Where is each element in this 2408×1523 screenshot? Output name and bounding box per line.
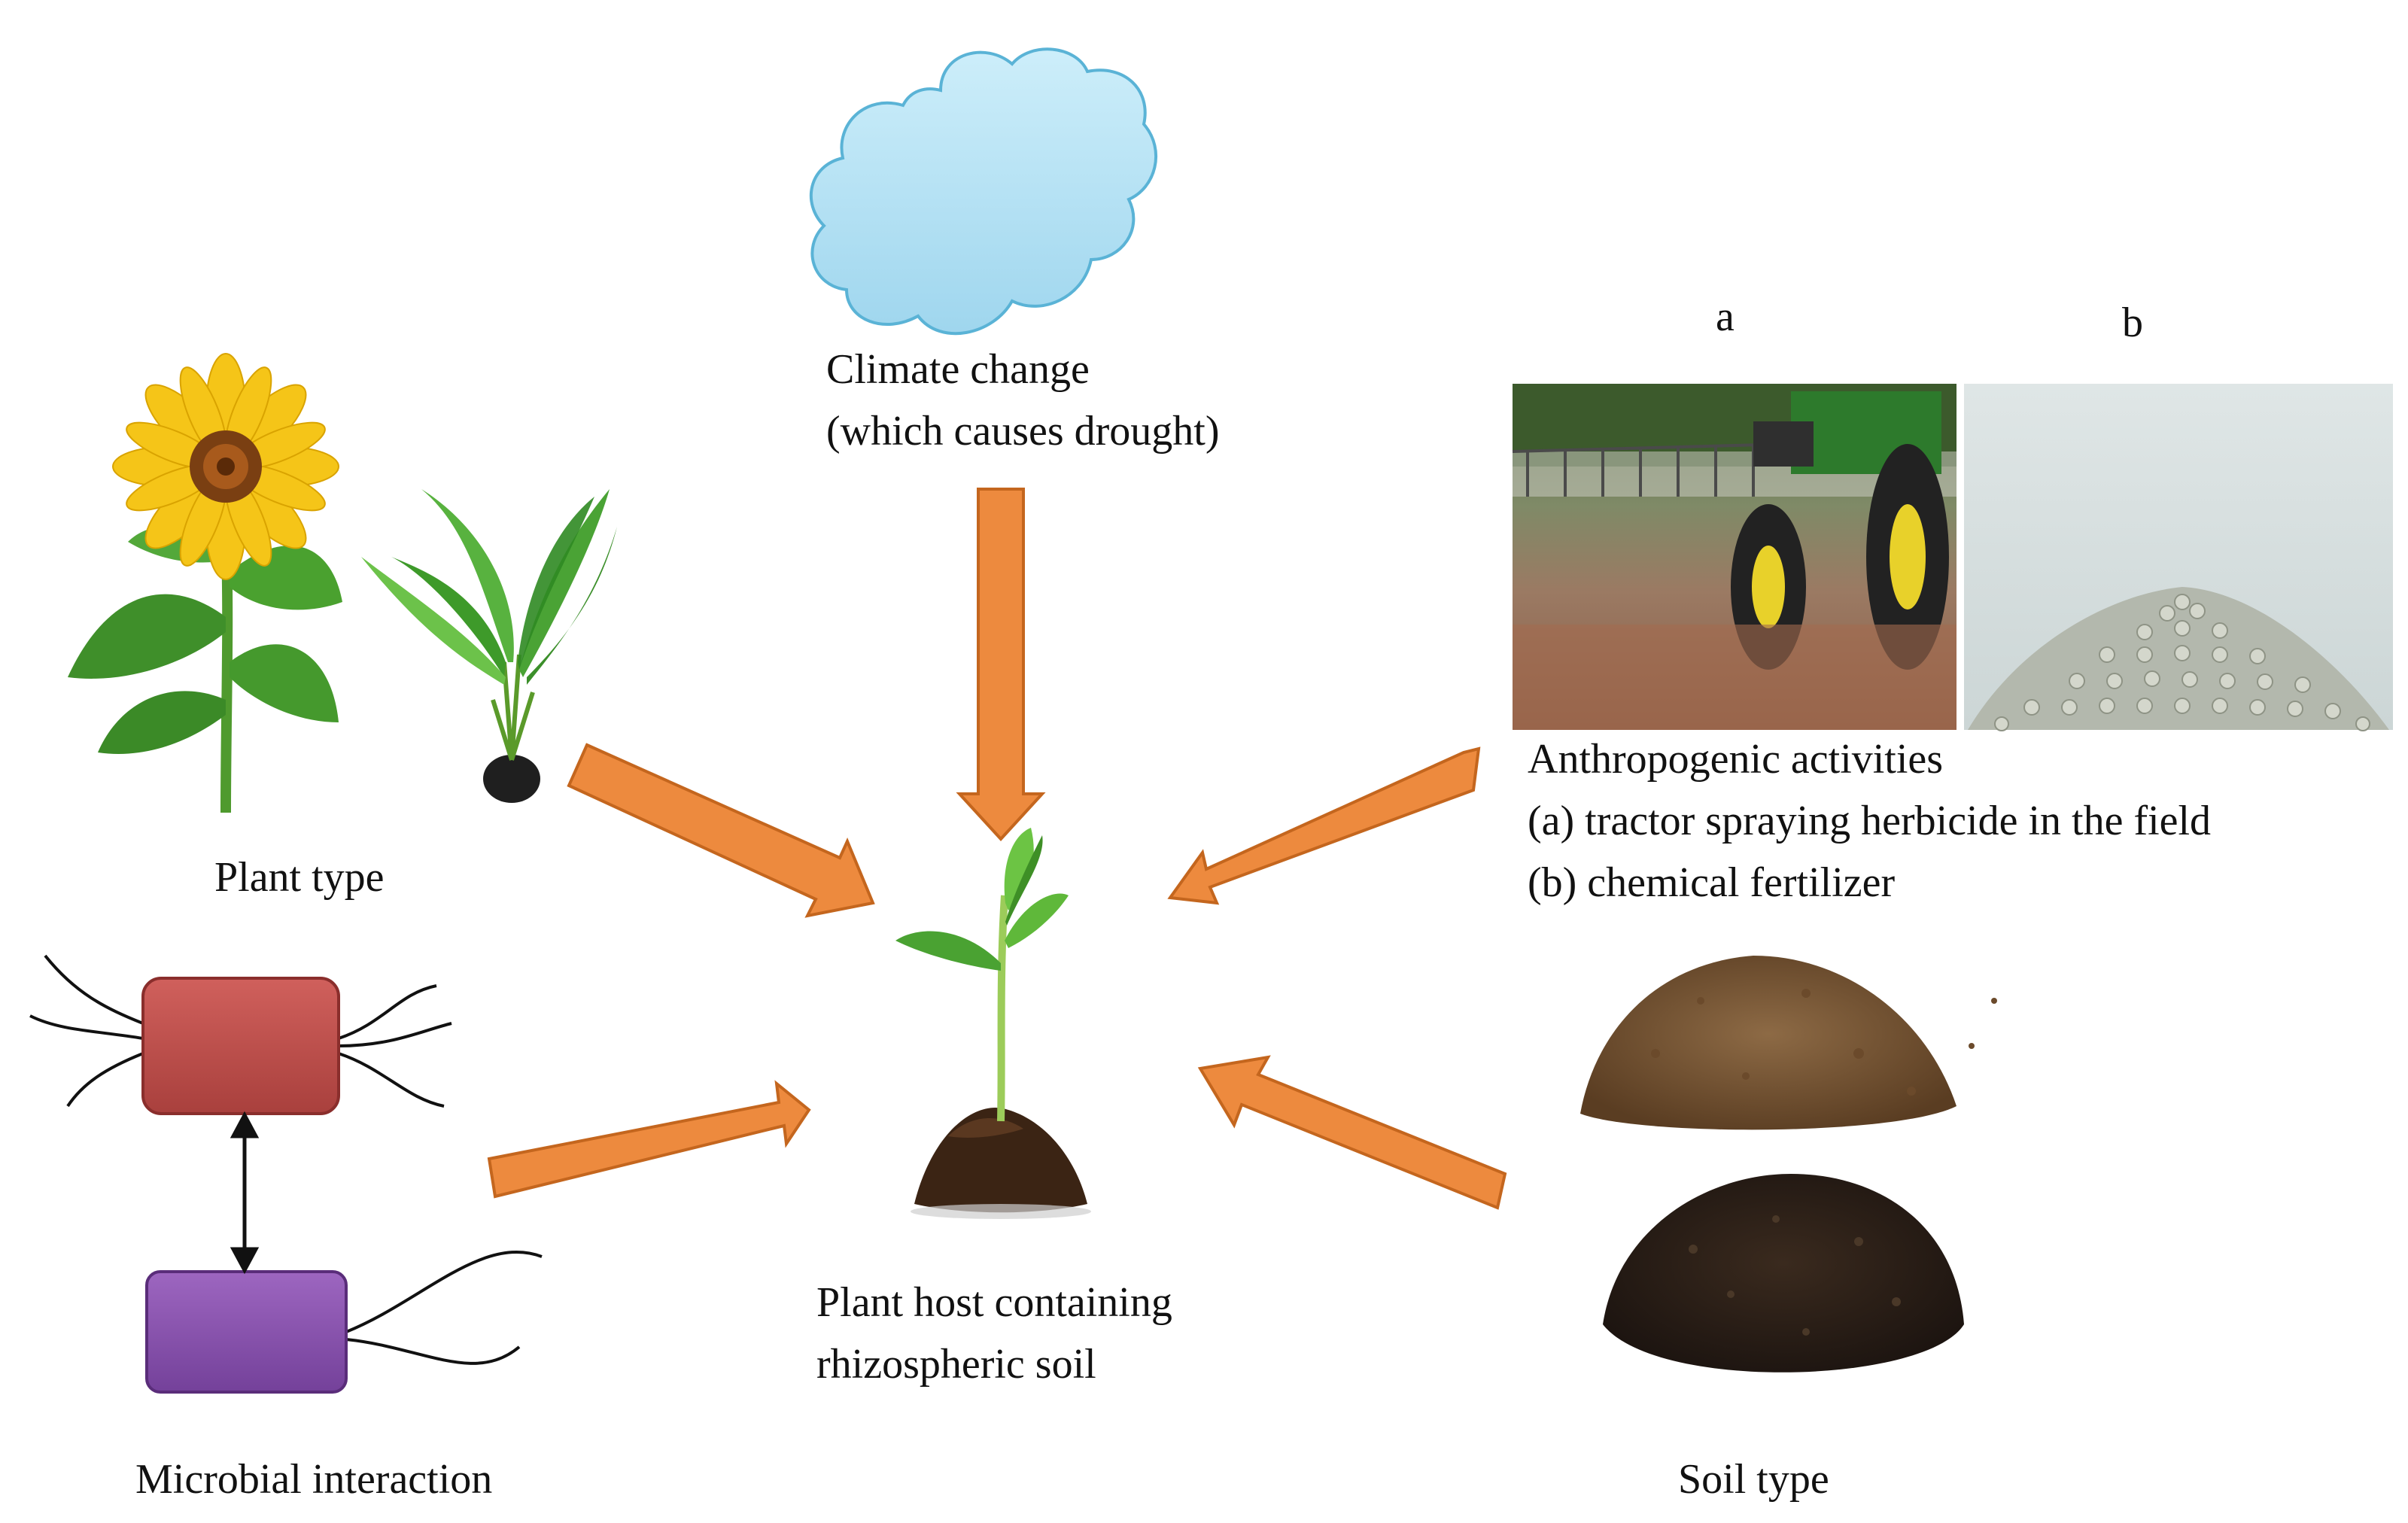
anthropogenic-item-b: (b) chemical fertilizer: [1528, 859, 1896, 906]
microbe-red-box: [141, 977, 340, 1115]
center-label-line2: rhizospheric soil: [816, 1341, 1096, 1388]
microbial-interaction-label: Microbial interaction: [135, 1456, 493, 1503]
microbe-purple-box: [145, 1270, 348, 1394]
arrow-climate-icon: [956, 488, 1046, 841]
arrow-plant-type-icon: [567, 743, 875, 918]
soil-type-label: Soil type: [1678, 1456, 1829, 1503]
arrow-soil-icon: [1197, 1055, 1507, 1210]
sunflower-icon: [68, 353, 342, 813]
soil-dark-icon: [1603, 1174, 1964, 1373]
center-label-line1: Plant host containing: [816, 1279, 1172, 1326]
photo-a-letter: a: [1716, 293, 1735, 340]
tractor-photo: [1512, 384, 1956, 730]
plant-type-label: Plant type: [214, 854, 385, 901]
climate-label-line1: Climate change: [826, 346, 1090, 393]
double-arrow-icon: [230, 1111, 260, 1275]
microbial-interaction-icon: [29, 954, 543, 1394]
cloud-icon: [809, 47, 1157, 336]
seedling-plant-icon: [361, 489, 617, 803]
climate-label-line2: (which causes drought): [826, 408, 1220, 454]
anthropogenic-item-a: (a) tractor spraying herbicide in the fi…: [1528, 798, 2212, 844]
arrow-anthropogenic-icon: [1167, 746, 1481, 905]
photo-b-letter: b: [2122, 299, 2143, 346]
anthropogenic-title: Anthropogenic activities: [1528, 736, 1944, 783]
host-plant-icon: [895, 828, 1091, 1219]
soil-brown-icon: [1580, 956, 1997, 1130]
fertilizer-photo: [1964, 384, 2393, 731]
arrow-microbial-icon: [487, 1080, 811, 1199]
